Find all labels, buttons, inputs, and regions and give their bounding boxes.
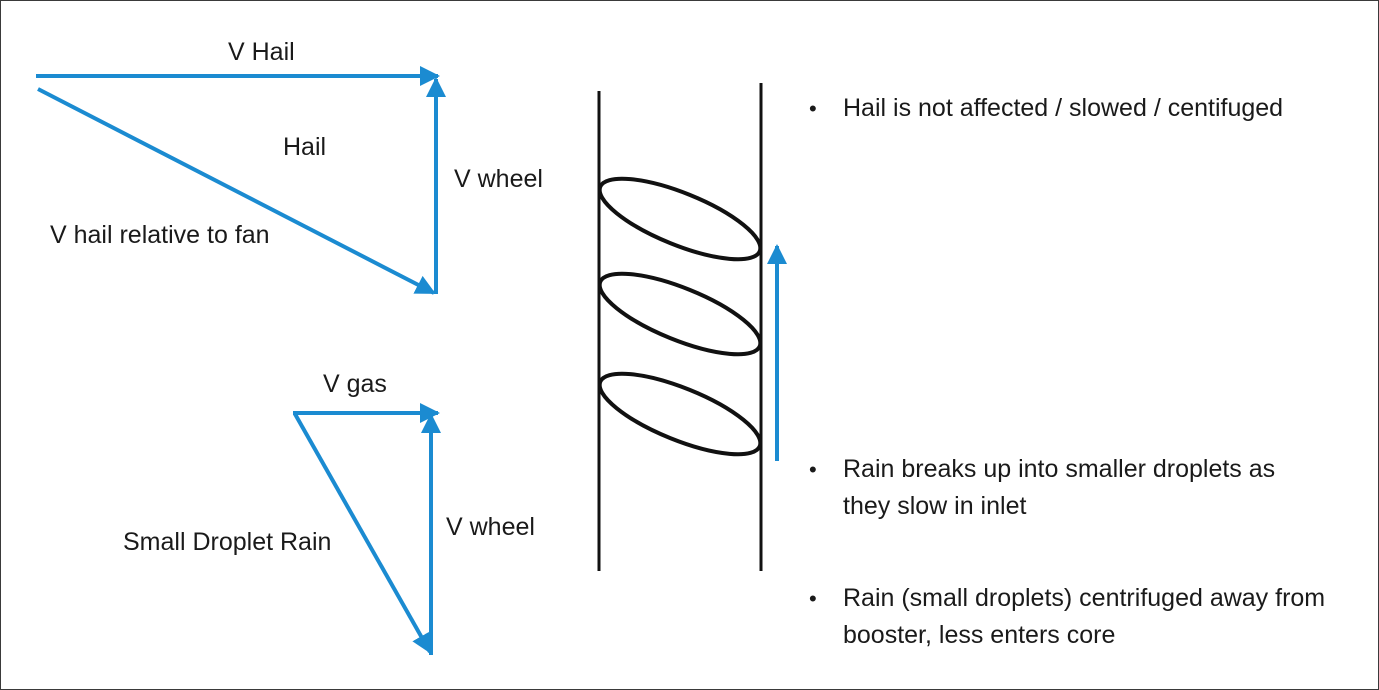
blade-ellipse-middle (597, 271, 763, 357)
small-droplet-arrow (293, 413, 432, 654)
hail-vector-triangle (36, 66, 446, 295)
blade-ellipse-bottom (597, 371, 763, 457)
fan-blade-sketch (597, 83, 787, 571)
hail-label: Hail (283, 133, 327, 161)
v-wheel-label-rain: V wheel (446, 513, 535, 541)
bullet-text: Hail is not affected / slowed / centifug… (843, 94, 1284, 122)
blade-ellipse-top (597, 176, 763, 262)
bullet-dot: • (809, 586, 817, 611)
bullet-dot: • (809, 457, 817, 482)
v-wheel-label-hail: V wheel (454, 165, 543, 193)
small-droplet-label: Small Droplet Rain (123, 528, 332, 556)
bullet-hail: • Hail is not affected / slowed / centif… (809, 90, 1378, 127)
v-hail-relative-label: V hail relative to fan (50, 221, 270, 249)
rain-vector-triangle (293, 403, 441, 655)
bullet-rain-centrifuged: • Rain (small droplets) centrifuged away… (809, 580, 1343, 654)
v-hail-label: V Hail (228, 38, 295, 66)
v-gas-label: V gas (323, 370, 387, 398)
bullet-text: Rain (small droplets) centrifuged away f… (843, 584, 1326, 649)
bullet-dot: • (809, 96, 817, 121)
v-hail-relative-arrow (37, 87, 436, 295)
bullet-rain-breakup: • Rain breaks up into smaller droplets a… (809, 451, 1313, 525)
bullet-text: Rain breaks up into smaller droplets as … (843, 455, 1276, 520)
